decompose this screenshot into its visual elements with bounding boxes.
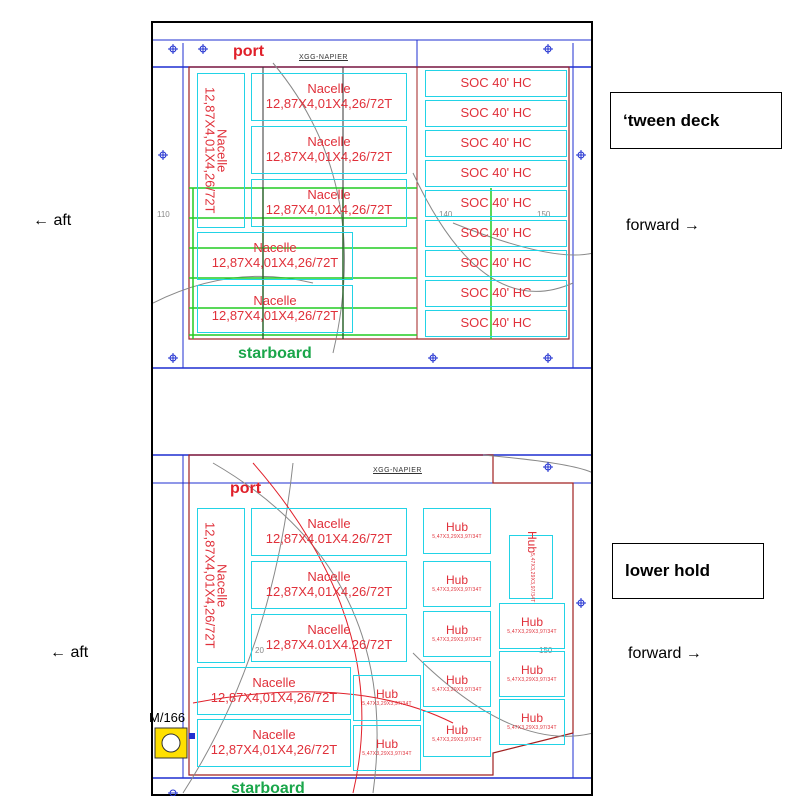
tween-starboard-label: starboard xyxy=(238,345,312,362)
tween-soc-4: SOC 40' HC xyxy=(425,190,567,217)
lower-hold-plan: 20 150 port XGG-NAPIER starboard M/166 N… xyxy=(149,453,591,797)
tween-nacelle-vertical: Nacelle xyxy=(197,73,245,228)
svg-text:140: 140 xyxy=(439,210,453,219)
tween-soc-3: SOC 40' HC xyxy=(425,160,567,187)
tween-nacelle-1: Nacelle 12,87X4,01X4,26/72T xyxy=(251,73,407,121)
hold-nacelle-5: Nacelle 12,87X4,01X4,26/72T xyxy=(197,719,351,767)
tween-soc-1: SOC 40' HC xyxy=(425,100,567,127)
tween-soc-6: SOC 40' HC xyxy=(425,250,567,277)
tween-soc-5: SOC 40' HC xyxy=(425,220,567,247)
hold-forward-label: forward → xyxy=(628,645,702,662)
hold-nacelle-2: Nacelle 12,87X4,01X4,26/72T xyxy=(251,561,407,609)
hold-starboard-label: starboard xyxy=(231,780,305,797)
hold-nacelle-vertical: Nacelle xyxy=(197,508,245,663)
svg-text:150: 150 xyxy=(539,646,553,655)
hold-aft-label: ← aft xyxy=(50,644,89,661)
hold-nacelle-3: Nacelle 12,87X4.01X4.26/72T xyxy=(251,614,407,662)
tween-soc-7: SOC 40' HC xyxy=(425,280,567,307)
tween-soc-2: SOC 40' HC xyxy=(425,130,567,157)
hold-nacelle-vertical-dims: 12,87X4,01X4,26/72T xyxy=(202,522,218,649)
tween-deck-plan: 110 140 150 port XGG-NAPIER starboard Na… xyxy=(153,23,591,373)
svg-text:20: 20 xyxy=(255,646,264,655)
hold-frame-mark: M/166 xyxy=(149,710,186,725)
lower-hold-drawing: 20 150 xyxy=(153,454,591,796)
tween-soc-8: SOC 40' HC xyxy=(425,310,567,337)
tween-aft-label: ← aft xyxy=(33,212,72,229)
tween-deck-label-box: ‘tween deck xyxy=(610,92,782,149)
hold-port-label: port xyxy=(230,480,262,497)
tween-port-label: port xyxy=(233,43,265,60)
svg-text:110: 110 xyxy=(157,210,170,219)
tween-nacelle-5: Nacelle 12,87X4,01X4,26/72T xyxy=(197,285,353,333)
hold-yard-label: XGG-NAPIER xyxy=(373,467,422,474)
hold-nacelle-4: Nacelle 12,87X4,01X4,26/72T xyxy=(197,667,351,715)
tween-nacelle-3: Nacelle 12,87X4,01X4,26/72T xyxy=(251,179,407,227)
tween-forward-label: forward → xyxy=(626,217,700,234)
tween-nacelle-vertical-dims: 12,87X4,01X4,26/72T xyxy=(202,87,218,214)
hold-nacelle-1: Nacelle 12,87X4.01X4.26/72T xyxy=(251,508,407,556)
tween-nacelle-2: Nacelle 12,87X4,01X4,26/72T xyxy=(251,126,407,174)
lower-hold-label-box: lower hold xyxy=(612,543,764,599)
tween-nacelle-4: Nacelle 12,87X4,01X4,26/72T xyxy=(197,232,353,280)
tween-soc-0: SOC 40' HC xyxy=(425,70,567,97)
tween-yard-label: XGG-NAPIER xyxy=(299,54,348,61)
stowage-plan-frame: 110 140 150 port XGG-NAPIER starboard Na… xyxy=(149,21,593,797)
svg-text:150: 150 xyxy=(537,210,551,219)
